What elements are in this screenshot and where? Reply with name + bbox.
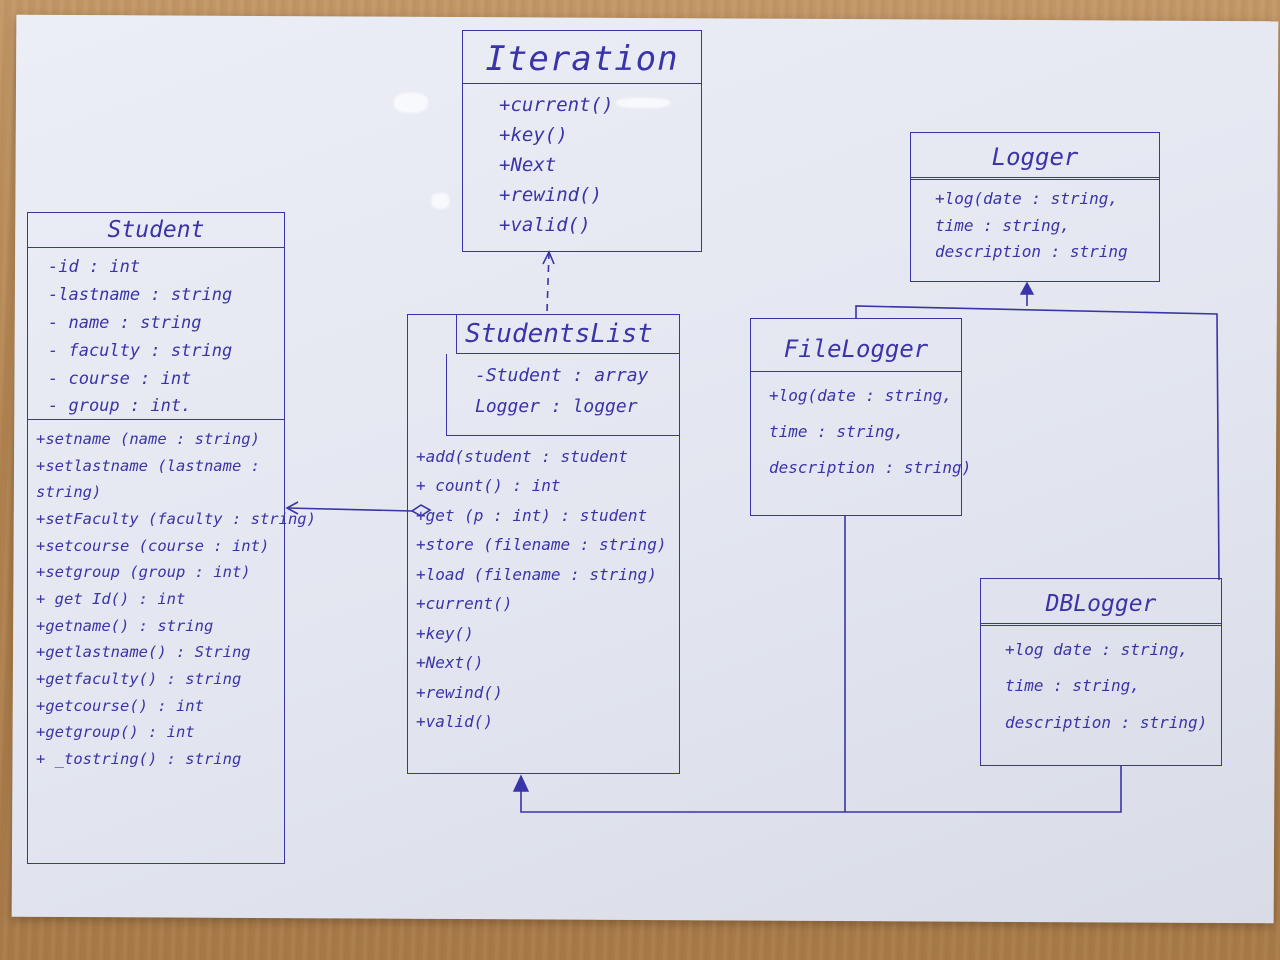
class-iteration-method-line: +current() (499, 94, 614, 116)
class-student-method-line: +setlastname (lastname : (36, 456, 260, 475)
logger-inheritance-line (855, 305, 1220, 581)
class-dblogger: DBLogger +log date : string, time : strin… (980, 578, 1222, 766)
class-filelogger-method-line: description : string) (769, 457, 972, 477)
class-logger: Logger +log(date : string, time : string,… (910, 132, 1160, 282)
class-dblogger-method-line: description : string) (1005, 712, 1208, 732)
class-student-method-line: +getfaculty() : string (36, 669, 242, 688)
class-iteration: Iteration +current() +key() +Next +rewind()… (462, 30, 702, 252)
class-student-method-line: + get Id() : int (36, 589, 186, 608)
iteration-realization-line (546, 251, 550, 313)
class-student-attribute-line: -lastname : string (48, 284, 233, 305)
class-student-attribute-line: -id : int (48, 257, 141, 277)
class-student-method-line: +getname() : string (36, 616, 214, 635)
class-iteration-method-line: +key() (499, 124, 568, 147)
class-studentslist-method-line: +add(student : student (416, 447, 628, 466)
class-filelogger-method-line: time : string, (769, 421, 904, 441)
class-studentslist-method-line: +valid() (416, 711, 494, 731)
aggregation-line (286, 507, 413, 512)
class-student-methods: +setname (name : string) +setlastname (la… (28, 420, 316, 779)
class-filelogger-title: FileLogger (751, 319, 961, 372)
class-studentslist-method-line: + count() : int (416, 476, 561, 496)
aggregation-diamond (410, 504, 432, 517)
class-logger-methods: +log(date : string, time : string, descrip… (911, 180, 1159, 272)
class-studentslist-method-line: +store (filename : string) (416, 535, 667, 555)
class-student-method-line: +setFaculty (faculty : string) (36, 509, 316, 528)
class-dblogger-title: DBLogger (981, 579, 1221, 626)
class-iteration-methods: +current() +key() +Next +rewind() +valid() (463, 84, 701, 246)
class-filelogger-methods: +log(date : string, time : string, descrip… (751, 372, 972, 491)
class-studentslist-method-line: +get (p : int) : student (416, 505, 648, 525)
class-iteration-method-line: +valid() (499, 214, 591, 237)
class-student-method-line: +getgroup() : int (36, 723, 195, 742)
class-dblogger-method-line: time : string, (1005, 676, 1140, 696)
class-studentslist-method-line: +rewind() (416, 682, 503, 702)
class-student-method-line: +getlastname() : String (36, 643, 251, 662)
class-student-method-line: +getcourse() : int (36, 696, 204, 715)
class-iteration-method-line: +rewind() (499, 184, 602, 207)
class-studentslist-method-line: +current() (416, 594, 513, 614)
class-student-attributes: -id : int -lastname : string - name : stri… (28, 248, 284, 420)
studentslist-inheritance-arrow-head (512, 774, 530, 792)
logger-inheritance-arrow-head (1019, 281, 1035, 295)
class-studentslist-method-line: +key() (416, 623, 474, 643)
class-studentslist-attribute-line: -Student : array (475, 365, 649, 386)
class-studentslist-attribute-line: Logger : logger (475, 396, 638, 418)
studentslist-inheritance-line (520, 766, 1122, 813)
class-studentslist-methods: +add(student : student + count() : int +ge… (408, 436, 679, 742)
class-student-attribute-line: - group : int. (48, 396, 192, 417)
class-logger-method-line: +log(date : string, (935, 189, 1119, 208)
class-studentslist-title: StudentsList (456, 315, 679, 354)
class-studentslist-method-line: +Next() (416, 653, 484, 673)
class-dblogger-method-line: +log date : string, (1005, 640, 1189, 659)
class-student-method-line: +setcourse (course : int) (36, 536, 270, 555)
class-logger-method-line: description : string (935, 242, 1128, 262)
class-student: Student -id : int -lastname : string - nam… (27, 212, 316, 864)
class-student-attribute-line: - course : int (48, 368, 192, 389)
class-student-method-line: +setgroup (group : int) (36, 563, 251, 582)
class-iteration-method-line: +Next (499, 154, 557, 177)
class-student-method-line: + _tostring() : string (36, 749, 242, 768)
class-student-attribute-line: - faculty : string (48, 340, 233, 361)
class-student-method-line: +setname (name : string) (36, 430, 260, 448)
class-logger-title: Logger (911, 133, 1159, 180)
class-student-attribute-line: - name : string (48, 312, 202, 333)
class-dblogger-methods: +log date : string, time : string, descrip… (981, 626, 1221, 747)
class-filelogger: FileLogger +log(date : string, time : str… (750, 318, 972, 516)
class-student-title: Student (28, 213, 284, 248)
class-iteration-title: Iteration (463, 31, 701, 84)
class-filelogger-method-line: +log(date : string, (769, 386, 953, 405)
realization-arrow-head (542, 250, 555, 265)
aggregation-arrow-head (285, 501, 299, 515)
class-logger-method-line: time : string, (935, 215, 1070, 235)
class-student-method-line: string) (36, 483, 102, 502)
class-studentslist-method-line: +load (filename : string) (416, 564, 657, 584)
